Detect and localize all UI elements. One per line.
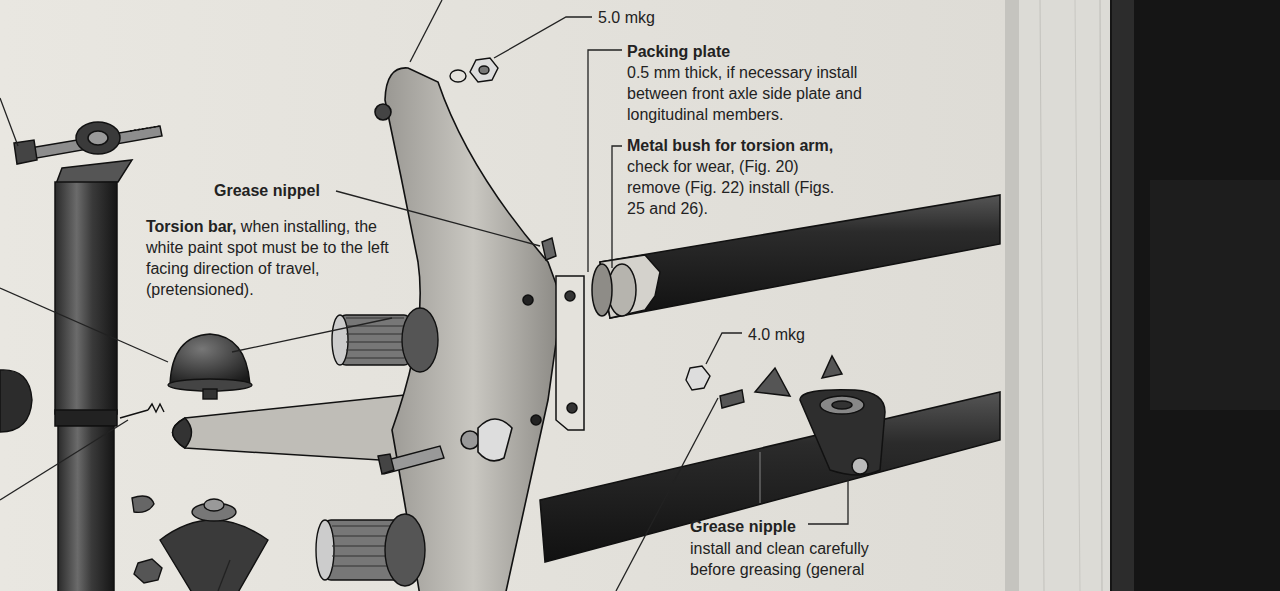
lower-tube [755, 368, 790, 396]
fasteners [450, 70, 466, 82]
rubber-ring [0, 370, 32, 432]
page-ground [1150, 180, 1280, 410]
leader-lines [0, 420, 128, 500]
lower-tube [540, 392, 1000, 562]
spring-clip [120, 404, 164, 583]
fasteners [479, 66, 489, 74]
page-ground [1040, 0, 1044, 591]
leader-lines [0, 98, 18, 146]
note-text: 0.5 mm thick, if necessary install betwe… [627, 62, 889, 125]
bump-dome [170, 334, 250, 384]
part-name: Metal bush for torsion arm, [627, 135, 833, 156]
spline-shaft [340, 315, 410, 365]
lower-tube [800, 390, 885, 475]
leader-lines [706, 333, 742, 364]
fasteners [686, 366, 710, 390]
part-name: Torsion bar, [146, 218, 236, 235]
bump-stop-cone [204, 499, 224, 511]
spring-clip [134, 559, 162, 583]
shock-absorber [56, 160, 132, 184]
spline-shaft [316, 520, 334, 580]
leader-lines [218, 560, 230, 591]
spline-shaft [332, 315, 348, 365]
spline-shaft [332, 526, 392, 566]
side-plate [531, 415, 541, 425]
page-ground [1110, 0, 1280, 591]
leader-lines [0, 288, 168, 362]
spline-shaft [316, 308, 438, 586]
spline-shaft [385, 514, 425, 586]
lower-tube [540, 356, 1000, 562]
trailing-arm [173, 395, 413, 462]
torque-value: 4.0 mkg [748, 324, 805, 345]
packing-plate [565, 291, 575, 301]
leader-lines [612, 146, 622, 268]
side-plate [385, 68, 562, 591]
part-name: Grease nipple [690, 516, 796, 537]
lower-tube [852, 458, 868, 474]
side-plate [478, 419, 512, 461]
shock-absorber [14, 122, 162, 591]
shock-absorber [76, 122, 120, 154]
page-ground [1100, 0, 1102, 591]
fasteners [470, 58, 498, 82]
spline-shaft [402, 308, 438, 372]
side-plate [461, 431, 479, 449]
shock-absorber [55, 182, 117, 414]
shock-absorber [58, 426, 114, 591]
note-text: check for wear, (Fig. 20) remove (Fig. 2… [627, 156, 852, 219]
fasteners [542, 238, 556, 260]
bump-stop-cone [160, 499, 268, 591]
leader-lines [232, 318, 392, 352]
spline-shaft [346, 318, 404, 358]
rubber-ring [0, 370, 32, 432]
note-text: install and clean carefully before greas… [690, 538, 918, 580]
shock-absorber [130, 126, 160, 131]
packing-plate [567, 403, 577, 413]
leader-lines [410, 0, 442, 62]
page-ground [1005, 0, 1019, 591]
bump-stop-cone [160, 520, 268, 591]
bump-dome [168, 334, 252, 399]
leader-lines [494, 17, 592, 58]
upper-tube [592, 264, 612, 316]
lower-tube [759, 452, 761, 503]
page-ground [1019, 0, 1111, 591]
trailing-arm [173, 395, 413, 462]
fasteners [720, 390, 744, 408]
callout-note: Torsion bar, when installing, the white … [146, 216, 414, 300]
part-name: Grease nippel [214, 180, 320, 201]
lower-tube [820, 396, 864, 414]
side-plate [375, 68, 562, 591]
spring-clip [120, 404, 164, 418]
shock-absorber [55, 410, 117, 426]
side-plate [375, 104, 391, 120]
page-ground [1112, 0, 1134, 591]
lower-tube [822, 356, 842, 378]
leader-lines [588, 50, 622, 272]
fasteners [378, 454, 394, 474]
leader-lines [808, 478, 848, 524]
shock-absorber [88, 131, 108, 145]
torque-value: 5.0 mkg [598, 7, 655, 28]
part-name: Packing plate [627, 41, 730, 62]
side-plate [523, 295, 533, 305]
spring-clip [132, 496, 154, 512]
page-ground [1075, 0, 1080, 591]
trailing-arm [173, 418, 192, 448]
bump-dome [203, 389, 217, 399]
lower-tube [832, 401, 852, 409]
packing-plate [556, 276, 584, 430]
packing-plate [556, 276, 584, 430]
